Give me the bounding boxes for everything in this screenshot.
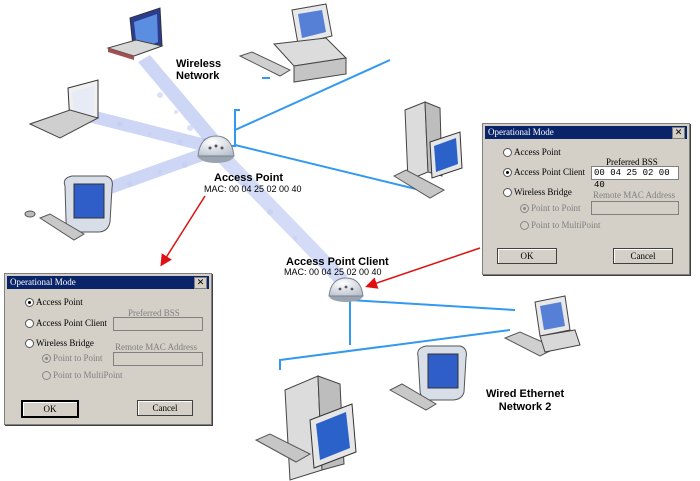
option-point-to-point-label: Point to Point — [531, 203, 581, 213]
option-wireless-bridge-label: Wireless Bridge — [514, 187, 572, 197]
dialog-titlebar: Operational Mode ✕ — [485, 126, 687, 139]
desktop-computer-icon — [503, 295, 581, 357]
beam-laptop-top — [138, 55, 222, 148]
option-point-to-multipoint-label: Point to MultiPoint — [531, 220, 601, 230]
remote-mac-field[interactable] — [113, 352, 203, 366]
radio-point-to-point[interactable] — [520, 204, 529, 213]
ok-button[interactable]: OK — [497, 248, 557, 264]
radio-access-point-client[interactable] — [25, 319, 34, 328]
radio-access-point[interactable] — [25, 298, 34, 307]
access-point-client-mac-label: MAC: 00 04 25 02 00 40 — [284, 267, 382, 277]
laptop-icon — [106, 7, 164, 60]
beam-desktop-left — [96, 148, 206, 198]
wired-links — [220, 59, 516, 370]
dialog-titlebar: Operational Mode ✕ — [7, 276, 209, 289]
preferred-bss-field[interactable]: 00 04 25 02 00 40 — [591, 166, 679, 190]
radio-access-point-client[interactable] — [503, 168, 512, 177]
dialog-title: Operational Mode — [10, 277, 76, 287]
option-access-point-label: Access Point — [36, 297, 83, 307]
cancel-button[interactable]: Cancel — [613, 248, 673, 264]
access-point-client-label: Access Point Client — [286, 256, 389, 268]
radio-access-point[interactable] — [503, 148, 512, 157]
beam-ap-to-client — [214, 150, 348, 284]
access-point-client-device-icon — [328, 277, 364, 302]
option-access-point-client-label: Access Point Client — [514, 167, 585, 177]
option-point-to-point-label: Point to Point — [53, 353, 103, 363]
ok-button[interactable]: OK — [21, 400, 79, 418]
wire-top-backbone — [234, 59, 391, 131]
wire-bottom-backbone — [349, 299, 516, 311]
option-point-to-multipoint-label: Point to MultiPoint — [53, 370, 123, 380]
preferred-bss-label: Preferred BSS — [128, 308, 180, 318]
radio-point-to-multipoint[interactable] — [42, 371, 51, 380]
tower-computer-icon — [254, 375, 357, 481]
wireless-beams — [80, 55, 348, 284]
radio-point-to-multipoint[interactable] — [520, 221, 529, 230]
arrow-to-left-dialog — [160, 195, 206, 267]
radio-wireless-bridge[interactable] — [503, 188, 512, 197]
radio-wireless-bridge[interactable] — [25, 339, 34, 348]
arrow-to-client — [365, 247, 481, 289]
remote-mac-field[interactable] — [591, 201, 679, 215]
preferred-bss-field[interactable] — [113, 317, 203, 331]
desktop-computer-icon — [238, 3, 348, 83]
remote-mac-label: Remote MAC Address — [115, 342, 197, 352]
cancel-button[interactable]: Cancel — [137, 400, 193, 416]
close-button[interactable]: ✕ — [194, 277, 207, 289]
remote-mac-label: Remote MAC Address — [593, 190, 675, 200]
desktop-computer-icon — [388, 345, 467, 411]
access-point-mac-label: MAC: 00 04 25 02 00 40 — [204, 184, 302, 194]
access-point-device-icon — [197, 135, 235, 163]
operational-mode-dialog-left: Operational Mode ✕ Access Point Preferre… — [4, 273, 212, 425]
radio-point-to-point[interactable] — [42, 354, 51, 363]
laptop-icon — [28, 79, 100, 139]
operational-mode-dialog-right: Operational Mode ✕ Access Point Preferre… — [482, 123, 690, 275]
access-point-label: Access Point — [214, 172, 284, 184]
beam-laptop-mid — [80, 108, 210, 152]
wired-network-label: Wired Ethernet Network 2 — [486, 388, 565, 413]
wireless-network-label: Wireless Network — [176, 58, 222, 82]
wire-backbone-2 — [234, 144, 421, 191]
callout-arrows — [160, 195, 481, 289]
desktop-computer-icon — [24, 175, 113, 241]
option-wireless-bridge-label: Wireless Bridge — [36, 338, 94, 348]
tower-computer-icon — [392, 101, 463, 199]
option-access-point-client-label: Access Point Client — [36, 318, 107, 328]
dialog-title: Operational Mode — [488, 127, 554, 137]
preferred-bss-label: Preferred BSS — [606, 157, 658, 167]
wire-bottom-branch — [279, 329, 511, 370]
option-access-point-label: Access Point — [514, 147, 561, 157]
close-button[interactable]: ✕ — [672, 127, 685, 139]
